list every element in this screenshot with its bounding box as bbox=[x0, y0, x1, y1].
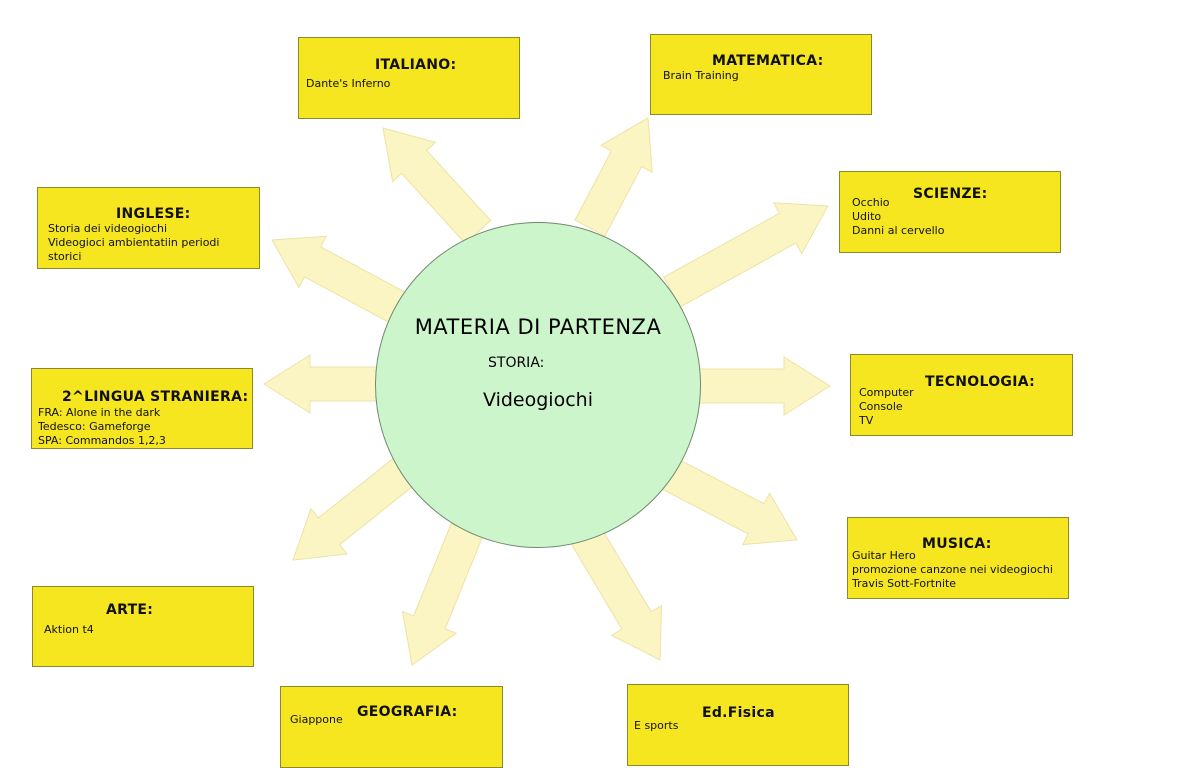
box-line: Udito bbox=[852, 210, 882, 223]
arrow-lingua2 bbox=[263, 354, 383, 414]
box-lines: Aktion t4 bbox=[44, 623, 94, 637]
arrow-arte bbox=[292, 455, 418, 561]
box-arte: ARTE: Aktion t4 bbox=[32, 586, 254, 667]
box-title: 2^LINGUA STRANIERA: bbox=[62, 389, 249, 405]
center-title: MATERIA DI PARTENZA bbox=[414, 315, 662, 339]
box-title: ITALIANO: bbox=[375, 57, 457, 73]
box-geografia: GEOGRAFIA: Giappone bbox=[280, 686, 503, 768]
box-inglese: INGLESE: Storia dei videogiochi Videogio… bbox=[37, 187, 260, 269]
box-line: storici bbox=[48, 250, 82, 263]
box-line: Guitar Hero bbox=[852, 549, 916, 562]
box-title: ARTE: bbox=[106, 602, 154, 618]
box-line: Console bbox=[859, 400, 903, 413]
box-line: Occhio bbox=[852, 196, 890, 209]
box-line: Giappone bbox=[290, 713, 343, 726]
box-title: GEOGRAFIA: bbox=[357, 704, 458, 720]
box-title: Ed.Fisica bbox=[702, 705, 775, 721]
center-topic: Videogiochi bbox=[483, 389, 593, 411]
box-tecnologia: TECNOLOGIA: Computer Console TV bbox=[850, 354, 1073, 436]
box-lines: FRA: Alone in the dark Tedesco: Gameforg… bbox=[38, 406, 166, 448]
box-line: Aktion t4 bbox=[44, 623, 94, 636]
box-line: Travis Sott-Fortnite bbox=[852, 577, 957, 590]
box-title: TECNOLOGIA: bbox=[925, 374, 1036, 390]
box-line: promozione canzone nei videogiochi bbox=[852, 563, 1053, 576]
box-title: MATEMATICA: bbox=[712, 53, 824, 69]
box-title: MUSICA: bbox=[922, 536, 992, 552]
box-lines: Computer Console TV bbox=[859, 386, 914, 428]
center-circle: MATERIA DI PARTENZA STORIA: Videogiochi bbox=[375, 222, 701, 548]
box-musica: MUSICA: Guitar Hero promozione canzone n… bbox=[847, 517, 1069, 599]
box-lines: Occhio Udito Danni al cervello bbox=[852, 196, 944, 238]
box-line: Tedesco: Gameforge bbox=[38, 420, 151, 433]
box-lines: Dante's Inferno bbox=[306, 77, 390, 91]
box-line: TV bbox=[859, 414, 874, 427]
box-line: Dante's Inferno bbox=[306, 77, 391, 90]
box-line: Computer bbox=[859, 386, 914, 399]
box-matematica: MATEMATICA: Brain Training bbox=[650, 34, 872, 115]
box-line: FRA: Alone in the dark bbox=[38, 406, 161, 419]
center-subject: STORIA: bbox=[488, 355, 545, 371]
arrow-scienze bbox=[663, 202, 829, 308]
box-line: SPA: Commandos 1,2,3 bbox=[38, 434, 166, 447]
box-line: Storia dei videogiochi bbox=[48, 222, 168, 235]
arrow-geografia bbox=[401, 522, 484, 666]
box-lines: Brain Training bbox=[663, 69, 739, 83]
box-lines: E sports bbox=[634, 719, 678, 733]
box-lines: Storia dei videogiochi Videogioci ambien… bbox=[48, 222, 219, 264]
box-scienze: SCIENZE: Occhio Udito Danni al cervello bbox=[839, 171, 1061, 253]
box-ed-fisica: Ed.Fisica E sports bbox=[627, 684, 849, 766]
box-line: E sports bbox=[634, 719, 679, 732]
box-title: INGLESE: bbox=[116, 206, 191, 222]
arrow-tecnologia bbox=[697, 356, 831, 416]
box-lines: Guitar Hero promozione canzone nei video… bbox=[852, 549, 1053, 591]
box-italiano: ITALIANO: Dante's Inferno bbox=[298, 37, 520, 119]
box-lines: Giappone bbox=[290, 713, 343, 727]
arrow-ed-fisica bbox=[568, 522, 663, 661]
arrow-italiano bbox=[382, 127, 492, 245]
arrow-inglese bbox=[271, 235, 411, 326]
box-line: Brain Training bbox=[663, 69, 739, 82]
box-seconda-lingua: 2^LINGUA STRANIERA: FRA: Alone in the da… bbox=[31, 368, 253, 449]
box-line: Videogioci ambientatiin periodi bbox=[48, 236, 220, 249]
arrow-musica bbox=[657, 456, 798, 546]
box-line: Danni al cervello bbox=[852, 224, 945, 237]
box-title: SCIENZE: bbox=[913, 186, 988, 202]
arrow-matematica bbox=[574, 117, 653, 237]
